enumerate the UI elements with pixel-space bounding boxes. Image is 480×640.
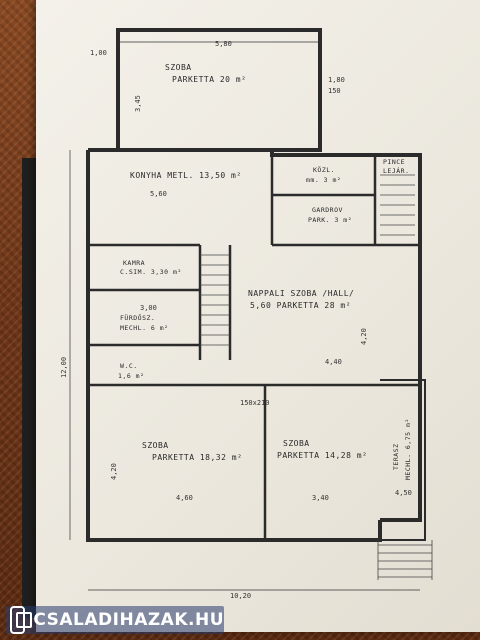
room-kozl-detail: mm. 3 m²	[306, 176, 341, 184]
dim-left-total: 12,00	[60, 357, 68, 378]
dim-konyha-width: 5,60	[150, 190, 167, 198]
room-szoba-left-detail: PARKETTA 18,32 m²	[152, 453, 242, 462]
room-furdo-detail: MECHL. 6 m²	[120, 324, 169, 332]
room-furdo-name: FÜRDŐSZ.	[120, 313, 155, 322]
wall-terrace	[380, 379, 426, 541]
dim-top-left: 1,00	[90, 49, 107, 57]
wall-main-right	[270, 150, 422, 522]
room-kamra-detail: C.SIM. 3,30 m²	[120, 268, 182, 276]
dim-szoba-left-width: 4,60	[176, 494, 193, 502]
room-konyha-name: KONYHA METL. 13,50 m²	[130, 171, 242, 180]
dim-szoba-mid-width: 3,40	[312, 494, 329, 502]
site-watermark: CSALADIHAZAK.HU	[6, 606, 224, 634]
room-nappali-detail: 5,60 PARKETTA 28 m²	[250, 301, 351, 310]
room-terasz-detail: MECHL. 6,75 m²	[404, 418, 412, 480]
room-wc-detail: 1,6 m²	[118, 372, 144, 380]
dim-window-a: 1,80	[328, 76, 345, 84]
room-pince-detail: LEJÁR.	[383, 166, 409, 175]
dim-hall-width: 4,40	[325, 358, 342, 366]
dim-top-width: 5,80	[215, 40, 232, 48]
dim-hall-height: 4,20	[360, 328, 368, 345]
room-szoba-left-name: SZOBA	[142, 441, 169, 450]
house-logo-icon	[10, 606, 33, 634]
room-nappali-name: NAPPALI SZOBA /HALL/	[248, 289, 354, 298]
room-gardrob-detail: PARK. 3 m²	[308, 216, 352, 224]
room-pince-name: PINCE	[383, 158, 405, 166]
dim-window-b: 150	[328, 87, 341, 95]
watermark-text: CSALADIHAZAK.HU	[33, 610, 224, 630]
room-szoba-mid-detail: PARKETTA 14,28 m²	[277, 451, 367, 460]
dim-bottom-total: 10,20	[230, 592, 251, 600]
room-terasz-name: TERASZ	[392, 444, 400, 470]
floor-plan-paper	[36, 0, 480, 632]
room-szoba-top-name: SZOBA	[165, 63, 192, 72]
room-wc-name: W.C.	[120, 362, 138, 370]
stairs-hall	[200, 254, 230, 346]
dim-terasz-width: 4,50	[395, 489, 412, 497]
wall-upper-room	[116, 28, 322, 152]
room-gardrob-name: GARDROV	[312, 206, 343, 214]
room-szoba-top-detail: PARKETTA 20 m²	[172, 75, 246, 84]
dim-szoba-left-height: 4,20	[110, 463, 118, 480]
dim-stair-note: 150x210	[240, 399, 270, 407]
room-szoba-mid-name: SZOBA	[283, 439, 310, 448]
room-kamra-name: KAMRA	[123, 259, 145, 267]
dim-kamra-width: 3,00	[140, 304, 157, 312]
stairs-entrance	[377, 540, 433, 580]
dim-top-height: 3,45	[134, 95, 142, 112]
room-kozl-name: KÖZL.	[313, 165, 335, 174]
stairs-pince	[380, 174, 415, 236]
